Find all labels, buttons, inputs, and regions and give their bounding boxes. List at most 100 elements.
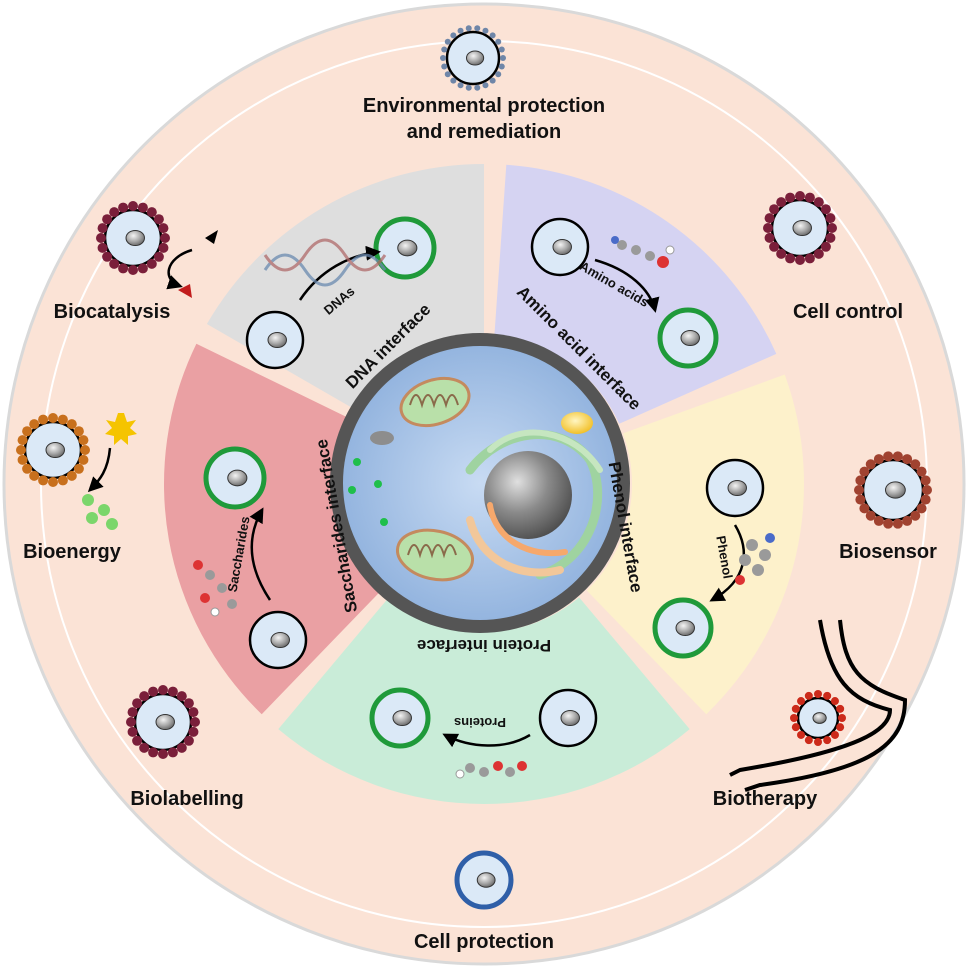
- coating-particle: [127, 726, 138, 737]
- coating-particle: [146, 207, 157, 218]
- coating-particle: [73, 463, 84, 474]
- coating-particle: [892, 518, 903, 529]
- coating-particle: [804, 691, 813, 700]
- coating-particle: [158, 242, 169, 253]
- label-phenol: Phenol: [713, 535, 735, 580]
- saccharides-coated-cell: [203, 446, 267, 510]
- coating-particle: [457, 82, 464, 89]
- coating-particle: [892, 451, 903, 462]
- coating-particle: [769, 204, 780, 215]
- coating-particle: [827, 223, 837, 233]
- label-cell-control: Cell control: [793, 301, 903, 323]
- coating-particle: [474, 84, 481, 91]
- coating-particle: [38, 414, 49, 425]
- coating-particle: [148, 747, 159, 758]
- coating-particle: [814, 738, 822, 746]
- label-biocatalysis: Biocatalysis: [54, 301, 171, 323]
- coating-particle: [102, 214, 113, 225]
- protein-molecule-graphic: [455, 761, 527, 779]
- coating-particle: [137, 263, 148, 274]
- coating-particle: [474, 25, 481, 32]
- center-cell: [330, 333, 630, 633]
- coating-particle: [444, 38, 451, 45]
- coating-particle: [776, 197, 787, 208]
- cell-protection-cell: [454, 850, 514, 910]
- label-bioenergy: Bioenergy: [23, 541, 122, 563]
- grey-granule: [370, 431, 394, 445]
- dna-bare-cell: [245, 310, 305, 370]
- bioenergy-cell: [16, 413, 90, 487]
- green-dot: [380, 518, 388, 526]
- coating-particle: [825, 232, 836, 243]
- label-cell-protection: Cell protection: [414, 931, 554, 953]
- saccharides-sector: [164, 343, 382, 715]
- coating-particle: [38, 475, 49, 486]
- dna-arrow: [298, 245, 381, 301]
- coating-particle: [814, 690, 822, 698]
- phenol-bare-cell: [705, 458, 765, 518]
- coating-particle: [797, 730, 806, 739]
- phenol-coated-cell: [652, 597, 714, 659]
- mitochondrion-bottom: [395, 528, 475, 582]
- coating-particle: [118, 202, 129, 213]
- coating-particle: [78, 435, 89, 446]
- coating-particle: [910, 510, 921, 521]
- green-dot: [348, 486, 356, 494]
- coating-particle: [482, 27, 489, 34]
- coating-particle: [441, 46, 448, 53]
- saccharides-bare-cell: [248, 610, 308, 670]
- coating-particle: [820, 204, 831, 215]
- coating-particle: [146, 258, 157, 269]
- protein-coated-cell: [369, 687, 431, 749]
- nucleus: [484, 451, 572, 539]
- coating-particle: [838, 714, 846, 722]
- coating-particle: [441, 63, 448, 70]
- coating-particle: [910, 459, 921, 470]
- coating-particle: [823, 691, 832, 700]
- coating-particle: [920, 494, 931, 505]
- coating-particle: [66, 470, 77, 481]
- blood-vessel-graphic: [729, 619, 908, 792]
- coating-particle: [148, 686, 159, 697]
- coating-particle: [176, 742, 187, 753]
- coating-particle: [813, 248, 824, 259]
- green-dot: [353, 458, 361, 466]
- coating-particle: [183, 698, 194, 709]
- coating-particle: [132, 698, 143, 709]
- coating-particle: [440, 55, 446, 61]
- application-labels: Environmental protection and remediation…: [23, 95, 937, 953]
- amino-bare-cell: [530, 217, 590, 277]
- coating-particle: [836, 723, 845, 732]
- coating-particle: [489, 32, 496, 39]
- coating-particle: [804, 736, 813, 745]
- coating-particle: [790, 714, 798, 722]
- label-environmental-line1: Environmental protection: [363, 95, 605, 117]
- coating-particle: [109, 258, 120, 269]
- gold-granule: [561, 412, 593, 434]
- coating-particle: [132, 735, 143, 746]
- coating-particle: [764, 232, 775, 243]
- coating-particle: [785, 253, 796, 264]
- coating-particle: [57, 475, 68, 486]
- coating-particle: [804, 253, 815, 264]
- coating-particle: [883, 518, 894, 529]
- label-environmental-line2: and remediation: [407, 121, 561, 143]
- sector-cells: [203, 216, 765, 749]
- coating-particle: [22, 463, 33, 474]
- dna-molecule-graphic: [263, 238, 387, 287]
- coating-particle: [158, 749, 168, 759]
- biosensor-cell: [854, 451, 932, 529]
- coating-particle: [16, 445, 26, 455]
- coating-particle: [916, 466, 927, 477]
- coating-particle: [769, 241, 780, 252]
- coating-particle: [457, 27, 464, 34]
- coating-particle: [118, 263, 129, 274]
- coating-particle: [22, 426, 33, 437]
- coating-particle: [823, 736, 832, 745]
- coating-particle: [153, 214, 164, 225]
- coating-particle: [830, 730, 839, 739]
- amino-coated-cell: [657, 307, 719, 369]
- phenol-sector: [586, 374, 805, 715]
- biocatalysis-cell: [96, 201, 170, 275]
- coating-particle: [17, 435, 28, 446]
